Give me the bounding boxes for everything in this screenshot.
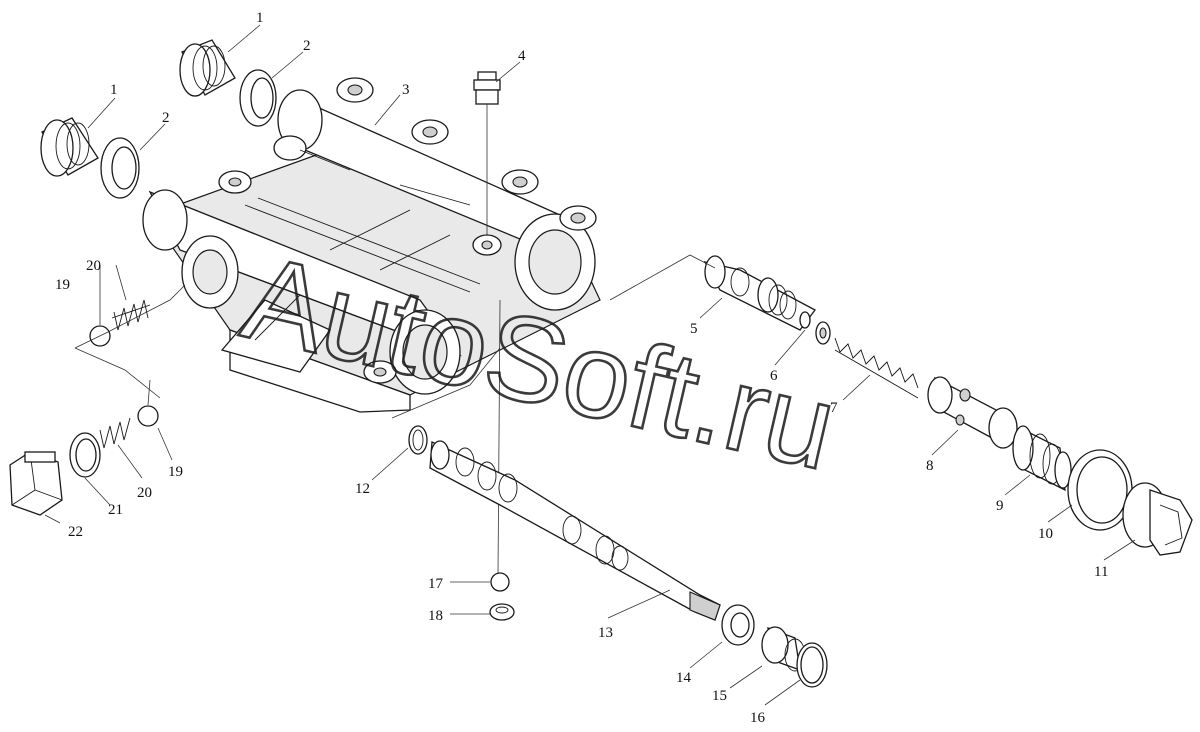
callout-1-upper: 1: [256, 10, 264, 26]
fitting: [473, 71, 501, 576]
callout-16: 16: [750, 710, 766, 726]
callout-19-lower: 19: [168, 464, 183, 480]
spool-assembly: [703, 255, 1193, 556]
washer-lower: [100, 137, 140, 199]
callout-1-lower: 1: [110, 82, 118, 98]
callout-20-upper: 20: [86, 258, 101, 274]
valve-body: [142, 77, 601, 413]
callout-8: 8: [926, 458, 934, 474]
callout-14: 14: [676, 670, 692, 686]
leader-lines: [44, 24, 1136, 706]
callout-22: 22: [68, 524, 83, 540]
callout-labels: 1 1 2 2 3 4 5 6 7 8 9 10 11 12 13 14 15 …: [55, 10, 1108, 726]
callout-12: 12: [355, 481, 370, 497]
left-small-parts: [9, 299, 159, 516]
callout-18: 18: [428, 608, 443, 624]
plug-upper: [179, 39, 236, 97]
callout-10: 10: [1038, 526, 1053, 542]
washer-upper: [239, 69, 277, 127]
callout-2-lower: 2: [162, 110, 170, 126]
callout-9: 9: [996, 498, 1004, 514]
callout-7: 7: [830, 400, 838, 416]
callout-5: 5: [690, 321, 698, 337]
callout-3: 3: [402, 82, 410, 98]
callout-6: 6: [770, 368, 778, 384]
callout-11: 11: [1094, 564, 1108, 580]
callout-21: 21: [108, 502, 123, 518]
callout-2-upper: 2: [303, 38, 311, 54]
shaft-assembly: [408, 425, 828, 688]
plug-lower: [40, 117, 99, 177]
callout-19-upper: 19: [55, 277, 70, 293]
callout-13: 13: [598, 625, 613, 641]
callout-15: 15: [712, 688, 727, 704]
callout-20-lower: 20: [137, 485, 152, 501]
callout-4: 4: [518, 48, 526, 64]
callout-17: 17: [428, 576, 444, 592]
